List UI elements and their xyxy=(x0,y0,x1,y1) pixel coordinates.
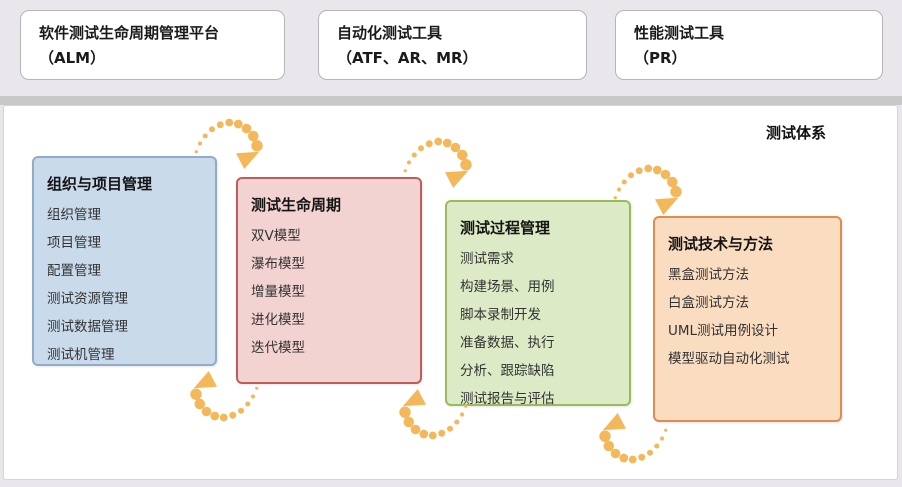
group-item-list: 黑盒测试方法白盒测试方法 UML测试用例设计模型驱动自动化测试 xyxy=(668,261,828,373)
list-item: 模型驱动自动化测试 xyxy=(668,351,790,367)
cycle-arrow-icon xyxy=(597,413,673,473)
list-item: 进化模型 xyxy=(251,312,305,328)
group-org-project-management: 组织与项目管理 组织管理项目管理配置管理测试资源管理测试数据管理测试机管理 xyxy=(32,156,217,366)
toolbox-alm-subtitle: （ALM） xyxy=(39,49,106,67)
list-item: UML测试用例设计 xyxy=(668,323,779,339)
toolbox-performance: 性能测试工具 （PR） xyxy=(615,10,883,80)
cycle-arrow-icon xyxy=(398,128,474,188)
cycle-arrow-icon xyxy=(608,155,684,215)
group-item-list: 组织管理项目管理配置管理测试资源管理测试数据管理测试机管理 xyxy=(47,201,203,369)
list-item: 分析、跟踪缺陷 xyxy=(460,363,555,379)
group-title: 组织与项目管理 xyxy=(47,175,153,193)
list-item: 组织管理 xyxy=(47,207,101,223)
divider-band xyxy=(0,96,902,105)
cycle-arrow-icon xyxy=(188,371,264,431)
list-item: 脚本录制开发 xyxy=(460,307,541,323)
list-item: 项目管理 xyxy=(47,235,101,251)
cycle-arrow-icon xyxy=(189,109,265,169)
list-item: 白盒测试方法 xyxy=(668,295,749,311)
list-item: 瀑布模型 xyxy=(251,256,305,272)
list-item: 测试需求 xyxy=(460,251,514,267)
group-test-technique-methods: 测试技术与方法 黑盒测试方法白盒测试方法 UML测试用例设计模型驱动自动化测试 xyxy=(653,216,842,422)
toolbox-alm: 软件测试生命周期管理平台 （ALM） xyxy=(20,10,285,80)
list-item: 测试数据管理 xyxy=(47,319,128,335)
group-title: 测试过程管理 xyxy=(460,219,551,237)
list-item: 测试报告与评估 xyxy=(460,391,555,407)
group-title: 测试生命周期 xyxy=(251,196,342,214)
list-item: 准备数据、执行 xyxy=(460,335,555,351)
group-item-list: 测试需求构建场景、用例脚本录制开发准备数据、执行分析、跟踪缺陷测试报告与评估 xyxy=(460,245,617,413)
list-item: 测试机管理 xyxy=(47,347,115,363)
cycle-arrow-icon xyxy=(397,389,473,449)
toolbox-alm-title: 软件测试生命周期管理平台 xyxy=(39,24,220,42)
list-item: 迭代模型 xyxy=(251,340,305,356)
list-item: 测试资源管理 xyxy=(47,291,128,307)
toolbox-automation-subtitle: （ATF、AR、MR） xyxy=(337,49,478,67)
toolbox-automation: 自动化测试工具 （ATF、AR、MR） xyxy=(318,10,587,80)
group-item-list: 双V模型瀑布模型增量模型进化模型迭代模型 xyxy=(251,222,408,362)
list-item: 构建场景、用例 xyxy=(460,279,555,295)
list-item: 配置管理 xyxy=(47,263,101,279)
group-test-lifecycle: 测试生命周期 双V模型瀑布模型增量模型进化模型迭代模型 xyxy=(236,177,422,384)
group-title: 测试技术与方法 xyxy=(668,235,774,253)
panel-title: 测试体系 xyxy=(766,124,827,142)
toolbox-automation-title: 自动化测试工具 xyxy=(337,24,443,42)
toolbox-performance-subtitle: （PR） xyxy=(634,49,687,67)
list-item: 增量模型 xyxy=(251,284,305,300)
group-test-process-management: 测试过程管理 测试需求构建场景、用例脚本录制开发准备数据、执行分析、跟踪缺陷测试… xyxy=(445,200,631,407)
list-item: 双V模型 xyxy=(251,228,301,244)
list-item: 黑盒测试方法 xyxy=(668,267,749,283)
toolbox-performance-title: 性能测试工具 xyxy=(634,24,725,42)
